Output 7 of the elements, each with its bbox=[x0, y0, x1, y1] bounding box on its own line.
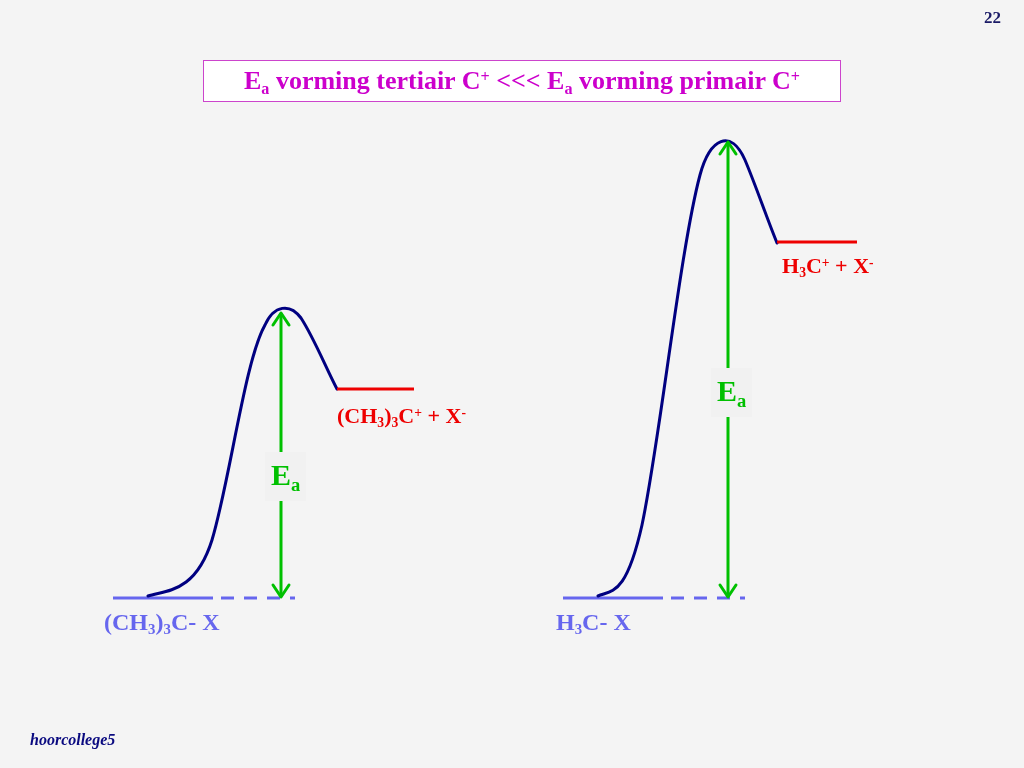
reactant-label: H$_{3}$C- X bbox=[556, 609, 631, 637]
footer-text: hoorcollege5 bbox=[30, 731, 116, 750]
page-number: 22 bbox=[984, 8, 1001, 28]
product-label: H$_{3}$C$^{+}$ + X$^{-}$ bbox=[782, 253, 874, 279]
product-label: (CH$_{3}$)$_{3}$C$^{+}$ + X$^{-}$ bbox=[337, 403, 466, 429]
title: E$_{a}$ vorming tertiair C$^{+}$ <<< E$_{a}$ vorming primair C$^{+}$ bbox=[203, 60, 841, 102]
reactant-label: (CH$_{3}$)$_{3}$C- X bbox=[104, 609, 220, 637]
